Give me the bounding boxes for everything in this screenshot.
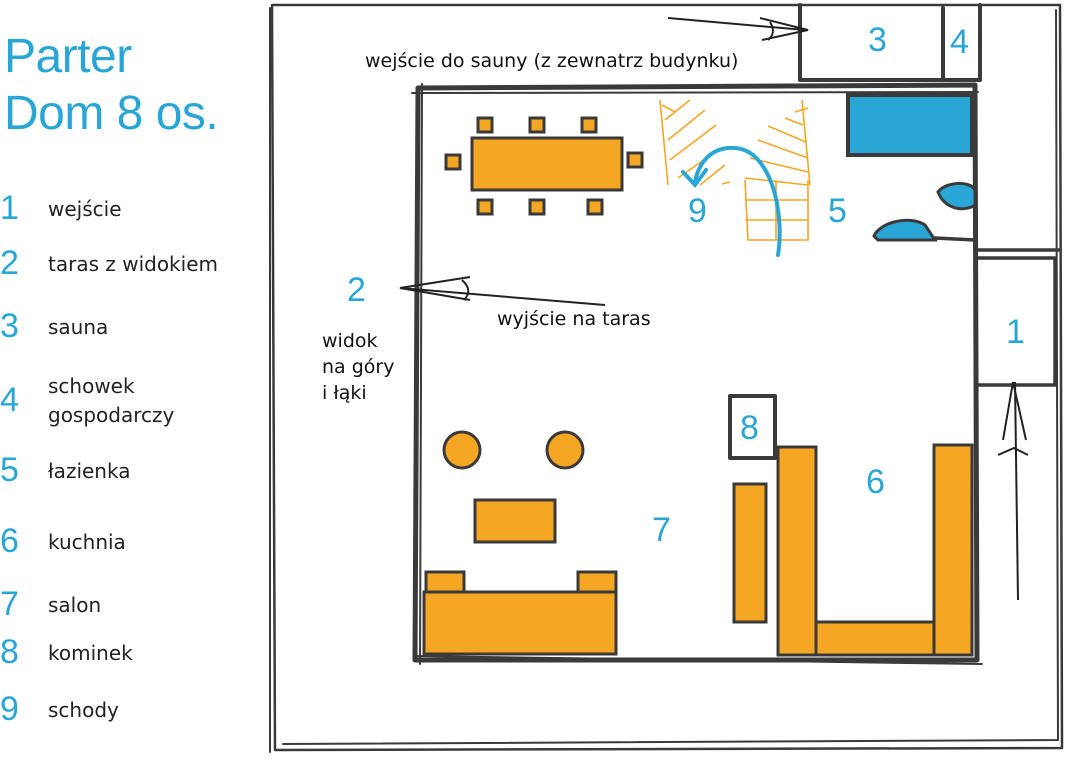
stairs-arrow-icon xyxy=(681,145,782,257)
title-line-1: Parter xyxy=(4,30,132,83)
legend-number: 9 xyxy=(0,690,19,728)
kitchen-island xyxy=(732,482,768,624)
legend-number: 8 xyxy=(0,633,19,671)
dining-table xyxy=(470,136,624,192)
view-note-line: na góry xyxy=(322,356,395,378)
page-title: Parter Dom 8 os. xyxy=(4,28,264,142)
kitchen-counter xyxy=(814,620,936,657)
view-note-line: widok xyxy=(322,330,378,352)
kitchen-counter xyxy=(776,445,818,657)
legend-number: 1 xyxy=(0,189,19,227)
chair xyxy=(528,198,546,216)
kitchen-counter xyxy=(932,443,974,657)
stairs-icon xyxy=(659,99,811,241)
house-wall-sketch xyxy=(411,83,983,665)
dining-set xyxy=(444,116,644,216)
chair xyxy=(444,153,462,171)
view-note-line: i łąki xyxy=(322,382,367,404)
room-label-terrace: 2 xyxy=(347,271,366,309)
living-room-furniture xyxy=(422,430,618,656)
room-label-entrance: 1 xyxy=(1006,313,1025,351)
legend-label: schody xyxy=(48,698,119,722)
legend-label: łazienka xyxy=(48,459,131,483)
armchair xyxy=(442,430,482,470)
legend-label: kominek xyxy=(48,641,133,665)
legend-number: 2 xyxy=(0,244,19,282)
legend-number: 6 xyxy=(0,522,19,560)
legend-number: 3 xyxy=(0,307,19,345)
room-label-bathroom: 5 xyxy=(828,192,847,230)
room-label-stairs: 9 xyxy=(688,192,707,230)
legend-label: taras z widokiem xyxy=(48,252,218,276)
room-label-storage: 4 xyxy=(950,23,969,61)
chair xyxy=(586,198,604,216)
legend-label: schowek xyxy=(48,374,135,398)
door-arrow-icon xyxy=(399,276,606,306)
chair xyxy=(626,151,644,169)
chair xyxy=(580,116,598,134)
fireplace-outline xyxy=(728,394,777,460)
legend-label: kuchnia xyxy=(48,530,126,554)
legend-label: salon xyxy=(48,593,102,617)
armchair xyxy=(545,430,585,470)
sauna-block xyxy=(798,3,982,82)
title-line-2: Dom 8 os. xyxy=(4,87,219,140)
bathtub-icon xyxy=(846,93,974,157)
legend-number: 7 xyxy=(0,585,19,623)
door-arrow-icon xyxy=(667,17,809,41)
room-label-fireplace: 8 xyxy=(740,409,759,447)
toilet-icon xyxy=(936,182,977,211)
terrace-exit-note: wyjście na taras xyxy=(497,308,651,330)
legend-label: sauna xyxy=(48,315,109,339)
view-note: widok na góry i łąki xyxy=(322,328,394,406)
kitchen-furniture xyxy=(732,443,974,657)
outer-boundary-sketch xyxy=(269,7,1059,753)
house-wall xyxy=(412,82,980,663)
sauna-entry-note: wejście do sauny (z zewnatrz budynku) xyxy=(365,50,739,72)
legend-number: 4 xyxy=(0,381,19,419)
sink-icon xyxy=(872,218,938,242)
room-label-kitchen: 6 xyxy=(866,463,885,501)
outer-boundary xyxy=(270,3,1064,752)
chair xyxy=(528,116,546,134)
legend-label: gospodarczy xyxy=(48,403,175,427)
bathroom-wall xyxy=(933,236,1062,252)
sofa xyxy=(422,590,618,656)
legend-number: 5 xyxy=(0,451,19,489)
coffee-table xyxy=(473,498,557,544)
chair xyxy=(476,198,494,216)
chair xyxy=(476,116,494,134)
door-arrow-icon xyxy=(997,381,1029,601)
legend-label: wejście xyxy=(48,197,122,221)
room-label-sauna: 3 xyxy=(868,21,887,59)
room-label-living-room: 7 xyxy=(652,511,671,549)
